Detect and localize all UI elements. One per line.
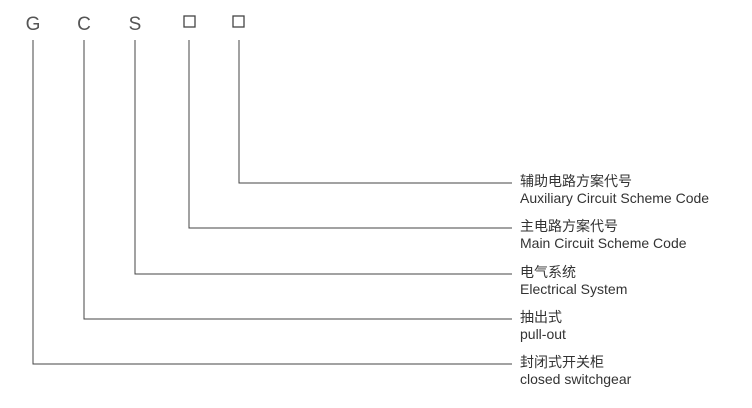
label-auxiliary-circuit-en: Auxiliary Circuit Scheme Code — [520, 190, 709, 206]
label-pull-out-en: pull-out — [520, 326, 566, 342]
leader-line-closed-switchgear — [32, 40, 512, 365]
leader-line-main-circuit — [188, 40, 512, 229]
label-main-circuit-cn: 主电路方案代号 — [520, 218, 618, 235]
label-electrical-system-cn: 电气系统 — [520, 265, 576, 281]
label-pull-out-cn: 抽出式 — [520, 310, 562, 326]
label-closed-switchgear-en: closed switchgear — [520, 371, 632, 387]
code-letter-s: S — [129, 14, 142, 35]
label-main-circuit-en: Main Circuit Scheme Code — [520, 235, 687, 251]
leader-line-electrical-system — [134, 40, 512, 275]
code-letter-c: C — [77, 14, 91, 35]
leader-line-pull-out — [83, 40, 512, 320]
label-electrical-system-en: Electrical System — [520, 281, 627, 297]
code-letter-g: G — [26, 14, 41, 35]
leader-line-auxiliary-circuit — [238, 40, 512, 184]
label-auxiliary-circuit-cn: 辅助电路方案代号 — [520, 173, 632, 190]
placeholder-box-main-circuit — [183, 15, 196, 28]
placeholder-box-auxiliary-circuit — [232, 15, 245, 28]
label-closed-switchgear-cn: 封闭式开关柜 — [520, 355, 604, 371]
